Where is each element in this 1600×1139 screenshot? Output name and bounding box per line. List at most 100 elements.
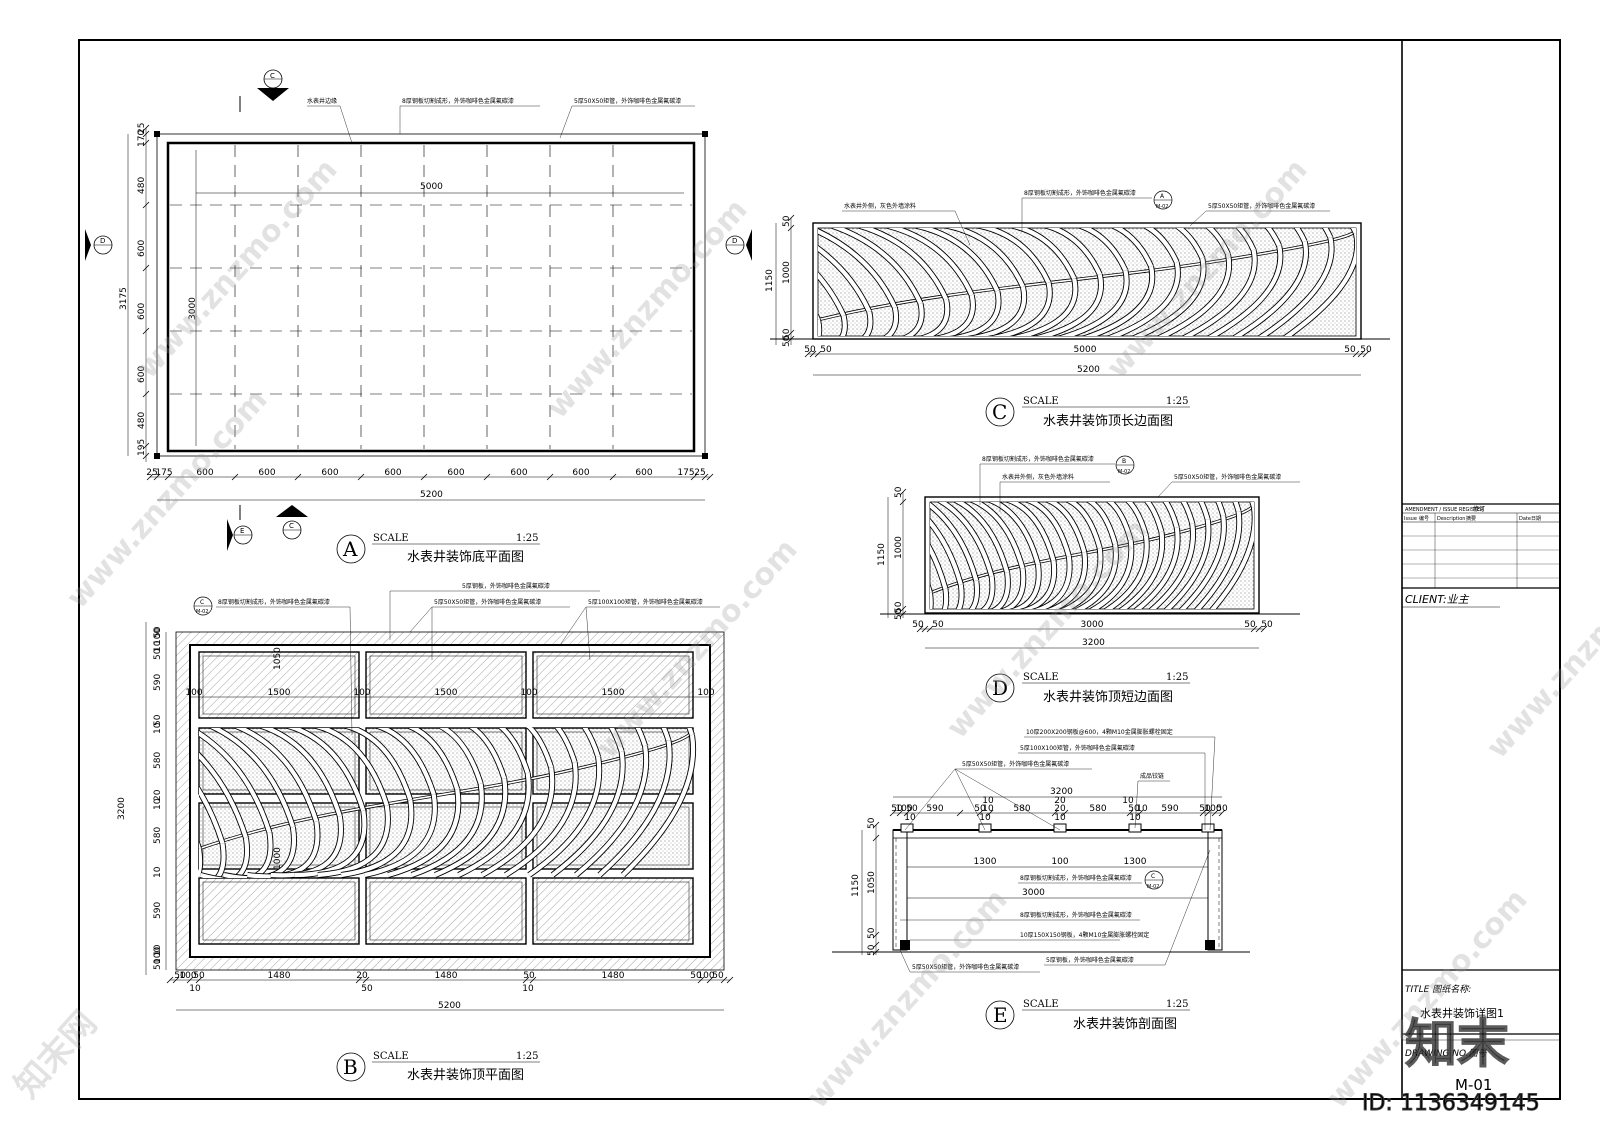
view-a-dim-inner-h: 5000 [420,182,443,192]
view-a-dim-left-6: 480 [137,412,147,429]
view-a-scale: 1:25 [516,533,538,544]
view-a-dim-left-3: 600 [137,240,147,257]
view-d-name: 水表井装饰顶短边面图 [1043,690,1173,705]
view-b-dim-left-6: 10 [153,722,163,734]
view-e-dim-inner-0: 1300 [974,857,997,867]
view-c-ref: A M-02 [1153,190,1173,210]
view-b-dim-bottom-5: 1480 [435,971,458,981]
view-b-dim-gap-1: 100 [353,688,370,698]
view-e-dim-top-8: 580 [1089,804,1106,814]
view-a-letter: A [342,537,358,561]
drawing-no: M-01 [1455,1076,1492,1094]
view-b-dim-left-12: 590 [153,902,163,919]
view-b-panel [532,651,694,719]
view-d-dim-left-total: 1150 [877,543,887,566]
view-b-dim-bottom-0: 50 [174,971,186,981]
view-b-ref: C M-02 [193,596,213,616]
watermark-text-8: www.znzmo.com [1480,532,1600,765]
view-b-note-2: 5厚钢板，外饰咖啡色金属氟碳漆 [462,582,550,590]
view-b-dim-bottom-2: 50 [193,971,205,981]
issue-label-cn: 编号 [1419,515,1429,522]
view-c-note-1: 水表井外侧，灰色外墙涂料 [844,202,916,210]
view-b-dim-bottom-4: 20 [356,971,368,981]
view-e-note-mid-3: 10厚150X150钢板，4颗M10金属膨胀螺栓固定 [1020,931,1149,939]
view-e-dim-top-0: 50 [891,804,903,814]
view-b-note-1: 8厚钢板切割成形，外饰咖啡色金属氟碳漆 [218,598,330,606]
view-e-ref-sheet: M-02 [1147,884,1159,890]
watermark-id: ID: 1136349145 [1362,1091,1540,1116]
view-e-hinge [978,823,992,833]
view-a-dim-bottom-7: 600 [510,468,527,478]
view-a-dim-bottom-1: 175 [155,468,172,478]
view-e-dim-top-11: 590 [1161,804,1178,814]
view-e-note-top-4: 成品铰链 [1140,772,1164,780]
view-b-dim-gap-0: 100 [185,688,202,698]
view-a-marker-d-right-letter: D [732,237,737,245]
title-label: TITLE 图纸名称: [1405,984,1471,995]
view-c-scale: 1:25 [1166,396,1188,407]
view-b-dim-left-total: 3200 [117,797,127,820]
view-e-dim-left-2: 50 [867,927,877,939]
view-c-ref-letter: A [1160,193,1165,200]
view-d-dim-bottom-0: 50 [912,620,924,630]
view-d-scale: 1:25 [1166,672,1188,683]
drawing-no-label: DRAWING NO.图号 [1405,1048,1488,1059]
view-c-ref-sheet: M-02 [1156,204,1168,210]
view-b-dim-bottom-small-1: 50 [361,984,373,994]
view-a-dim-left-4: 600 [137,303,147,320]
view-e-ref: C M-02 [1144,870,1164,890]
view-b-scale: 1:25 [516,1051,538,1062]
view-b-panel [532,877,694,945]
view-e-dim-left-3: 50 [867,944,877,956]
view-a-dim-left-2: 480 [137,177,147,194]
view-b-dim-left-5: 50 [153,714,163,726]
view-e-dim-top-2: 50 [906,804,918,814]
view-b-caption: B SCALE 1:25 水表井装饰顶平面图 [336,1051,540,1083]
view-b-ref-sheet: M-02 [196,609,208,615]
view-e-dim-inner-1: 100 [1051,857,1068,867]
amendment-header-cn: 修订 [1473,505,1485,513]
view-c-dim-left-1: 1000 [782,261,792,284]
view-a-dim-bottom-10: 175 [677,468,694,478]
view-b-dim-bottom-7: 1480 [602,971,625,981]
view-b-panel [198,651,360,719]
view-a-marker-c-bottom-letter: C [289,522,294,530]
view-b-dim-bottom-small-0: 10 [189,984,201,994]
view-e-dim-top-small2-2: 10 [1122,796,1134,806]
view-e-dim-top-13: 100 [1204,804,1221,814]
view-e-dim-left-1: 1050 [867,871,877,894]
view-c-dim-bottom-total: 5200 [1077,365,1100,375]
view-a-dim-bottom-11: 25 [694,468,705,478]
view-d-caption: D SCALE 1:25 水表井装饰顶短边面图 [985,672,1190,705]
view-a-dim-left-5: 600 [137,366,147,383]
view-b-note-4: 5厚100X100矩管，外饰咖啡色金属氟碳漆 [588,598,703,606]
view-b-name: 水表井装饰顶平面图 [407,1068,524,1083]
view-b-dim-gap-3: 100 [697,688,714,698]
view-c-dim-left-2: 50 [782,328,792,340]
view-a-note-3: 5厚50X50矩管，外饰咖啡色金属氟碳漆 [574,97,681,105]
view-b-dim-left-0: 50 [153,626,163,638]
view-e-dim-left-0: 50 [867,817,877,829]
view-e-hinge [1053,823,1067,833]
sheet-frame [78,39,1561,1100]
view-e-note-top-3: 5厚50X50矩管，外饰咖啡色金属氟碳漆 [962,760,1069,768]
view-a-dim-bottom-0: 25 [146,468,157,478]
view-b-ref-letter: C [200,599,204,606]
view-c-dim-left-0: 50 [782,215,792,227]
view-a-name: 水表井装饰底平面图 [407,549,524,565]
view-e-scale-label: SCALE [1023,999,1059,1010]
view-b-dim-left-1: 100 [153,628,163,645]
view-c-caption: C SCALE 1:25 水表井装饰顶长边面图 [985,396,1190,429]
view-b-dim-left-15: 50 [153,958,163,970]
view-e-dim-top-small2-0: 10 [982,796,994,806]
issue-label: Issue [1404,516,1417,522]
view-d-note-2: 水表井外侧，灰色外墙涂料 [1002,473,1074,481]
watermark-text-3: www.znzmo.com [540,192,755,425]
view-c-dim-bottom-2: 5000 [1074,345,1097,355]
view-b-dim-left-11: 10 [153,866,163,878]
view-c-note-2: 8厚钢板切割成形，外饰咖啡色金属氟碳漆 [1024,189,1136,197]
